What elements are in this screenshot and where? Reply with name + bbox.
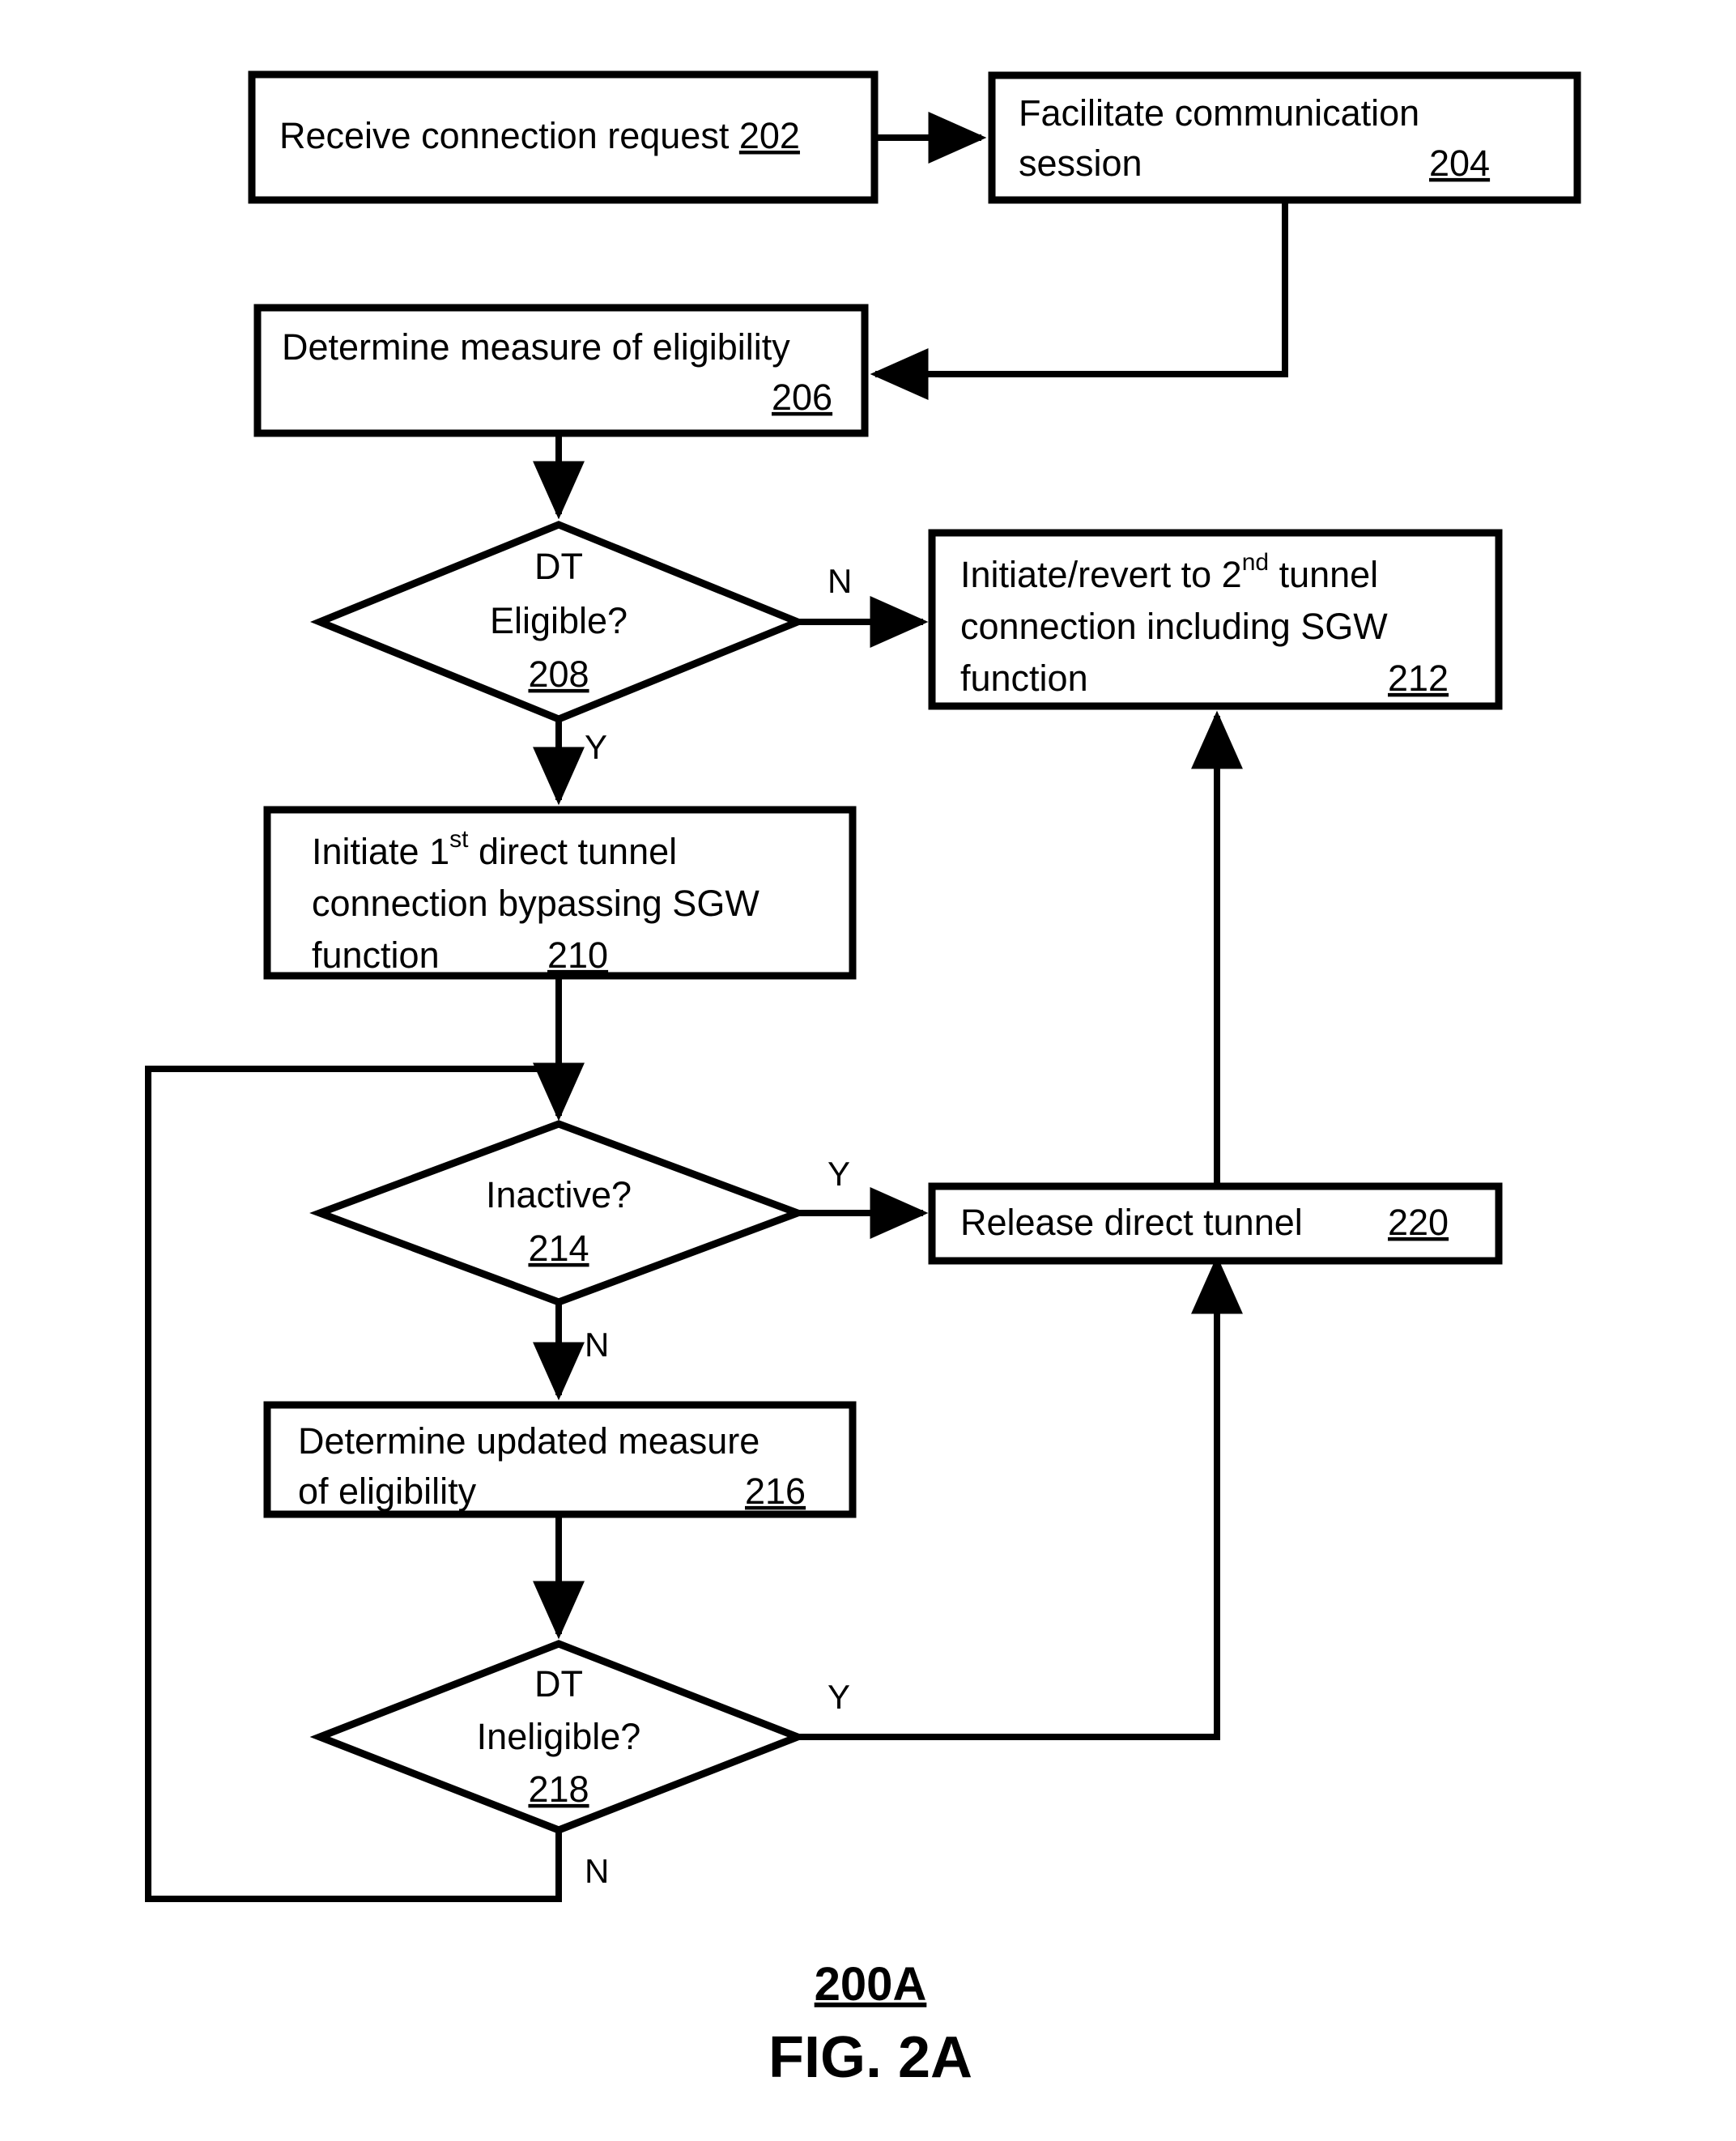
- node-214-numeral: 214: [528, 1228, 589, 1269]
- node-210-text-line2: connection bypassing SGW: [312, 883, 760, 924]
- node-204-numeral: 204: [1429, 143, 1490, 184]
- node-208-numeral: 208: [528, 653, 589, 695]
- node-220-box: [928, 1182, 1503, 1265]
- node-204-text-line2: session: [1019, 143, 1142, 184]
- figure-caption: FIG. 2A: [768, 2025, 972, 2090]
- node-210-text-line3: function: [312, 934, 440, 976]
- node-206-numeral: 206: [772, 377, 832, 418]
- branch-label-214-no: N: [585, 1326, 609, 1364]
- node-214-diamond: [309, 1120, 808, 1306]
- branch-label-208-no: N: [828, 562, 852, 600]
- node-202: Receive connection request 202: [248, 70, 879, 204]
- node-220-text-line1: Release direct tunnel: [960, 1202, 1303, 1243]
- node-218-diamond: [309, 1640, 808, 1834]
- figure-reference-numeral: 200A: [815, 1958, 927, 2011]
- node-218: DT Ineligible? 218: [309, 1640, 808, 1834]
- edge-204-to-206: [870, 200, 1288, 400]
- node-210-numeral: 210: [547, 934, 608, 976]
- node-204: Facilitate communication session 204: [988, 71, 1581, 204]
- node-204-box: [988, 71, 1581, 204]
- node-218-numeral: 218: [528, 1769, 589, 1810]
- node-204-text-line1: Facilitate communication: [1019, 92, 1419, 134]
- node-214-text-line1: Inactive?: [486, 1174, 632, 1215]
- branch-label-208-yes: Y: [585, 728, 607, 766]
- node-208-diamond: [310, 521, 807, 723]
- node-218-text-line2: Ineligible?: [477, 1716, 641, 1757]
- node-202-box: [248, 70, 879, 204]
- node-220-numeral: 220: [1388, 1202, 1449, 1243]
- node-212-text-line3: function: [960, 658, 1088, 699]
- node-216-text-line1: Determine updated measure: [298, 1420, 760, 1462]
- edge-218-yes-to-220: [798, 1255, 1243, 1740]
- node-216-box: [263, 1401, 857, 1518]
- node-206: Determine measure of eligibility 206: [253, 304, 869, 437]
- branch-label-214-yes: Y: [828, 1155, 850, 1193]
- node-218-text-line1: DT: [534, 1663, 583, 1705]
- node-212-text-line1: Initiate/revert to 2nd tunnel: [960, 549, 1378, 594]
- node-206-text-line1: Determine measure of eligibility: [282, 326, 790, 368]
- node-212-box: [928, 529, 1503, 710]
- node-210-box: [263, 806, 857, 980]
- branch-label-218-yes: Y: [828, 1678, 850, 1716]
- node-208: DT Eligible? 208: [310, 521, 807, 723]
- node-212-text-line2: connection including SGW: [960, 606, 1388, 647]
- node-220: Release direct tunnel 220: [928, 1182, 1503, 1265]
- node-216-numeral: 216: [745, 1471, 806, 1512]
- node-208-text-line1: DT: [534, 546, 583, 587]
- branch-label-218-no: N: [585, 1852, 609, 1890]
- node-202-text: Receive connection request 202: [279, 115, 800, 156]
- node-216-text-line2: of eligibility: [298, 1471, 477, 1512]
- node-212: Initiate/revert to 2nd tunnel connection…: [928, 529, 1503, 710]
- node-206-box: [253, 304, 869, 437]
- node-214: Inactive? 214: [309, 1120, 808, 1306]
- node-216: Determine updated measure of eligibility…: [263, 1401, 857, 1518]
- edge-218-no-feedback-to-214: [145, 1066, 562, 1902]
- node-210-text-line1: Initiate 1st direct tunnel: [312, 826, 677, 871]
- node-212-numeral: 212: [1388, 658, 1449, 699]
- node-208-text-line2: Eligible?: [490, 600, 628, 641]
- node-210: Initiate 1st direct tunnel connection by…: [263, 806, 857, 980]
